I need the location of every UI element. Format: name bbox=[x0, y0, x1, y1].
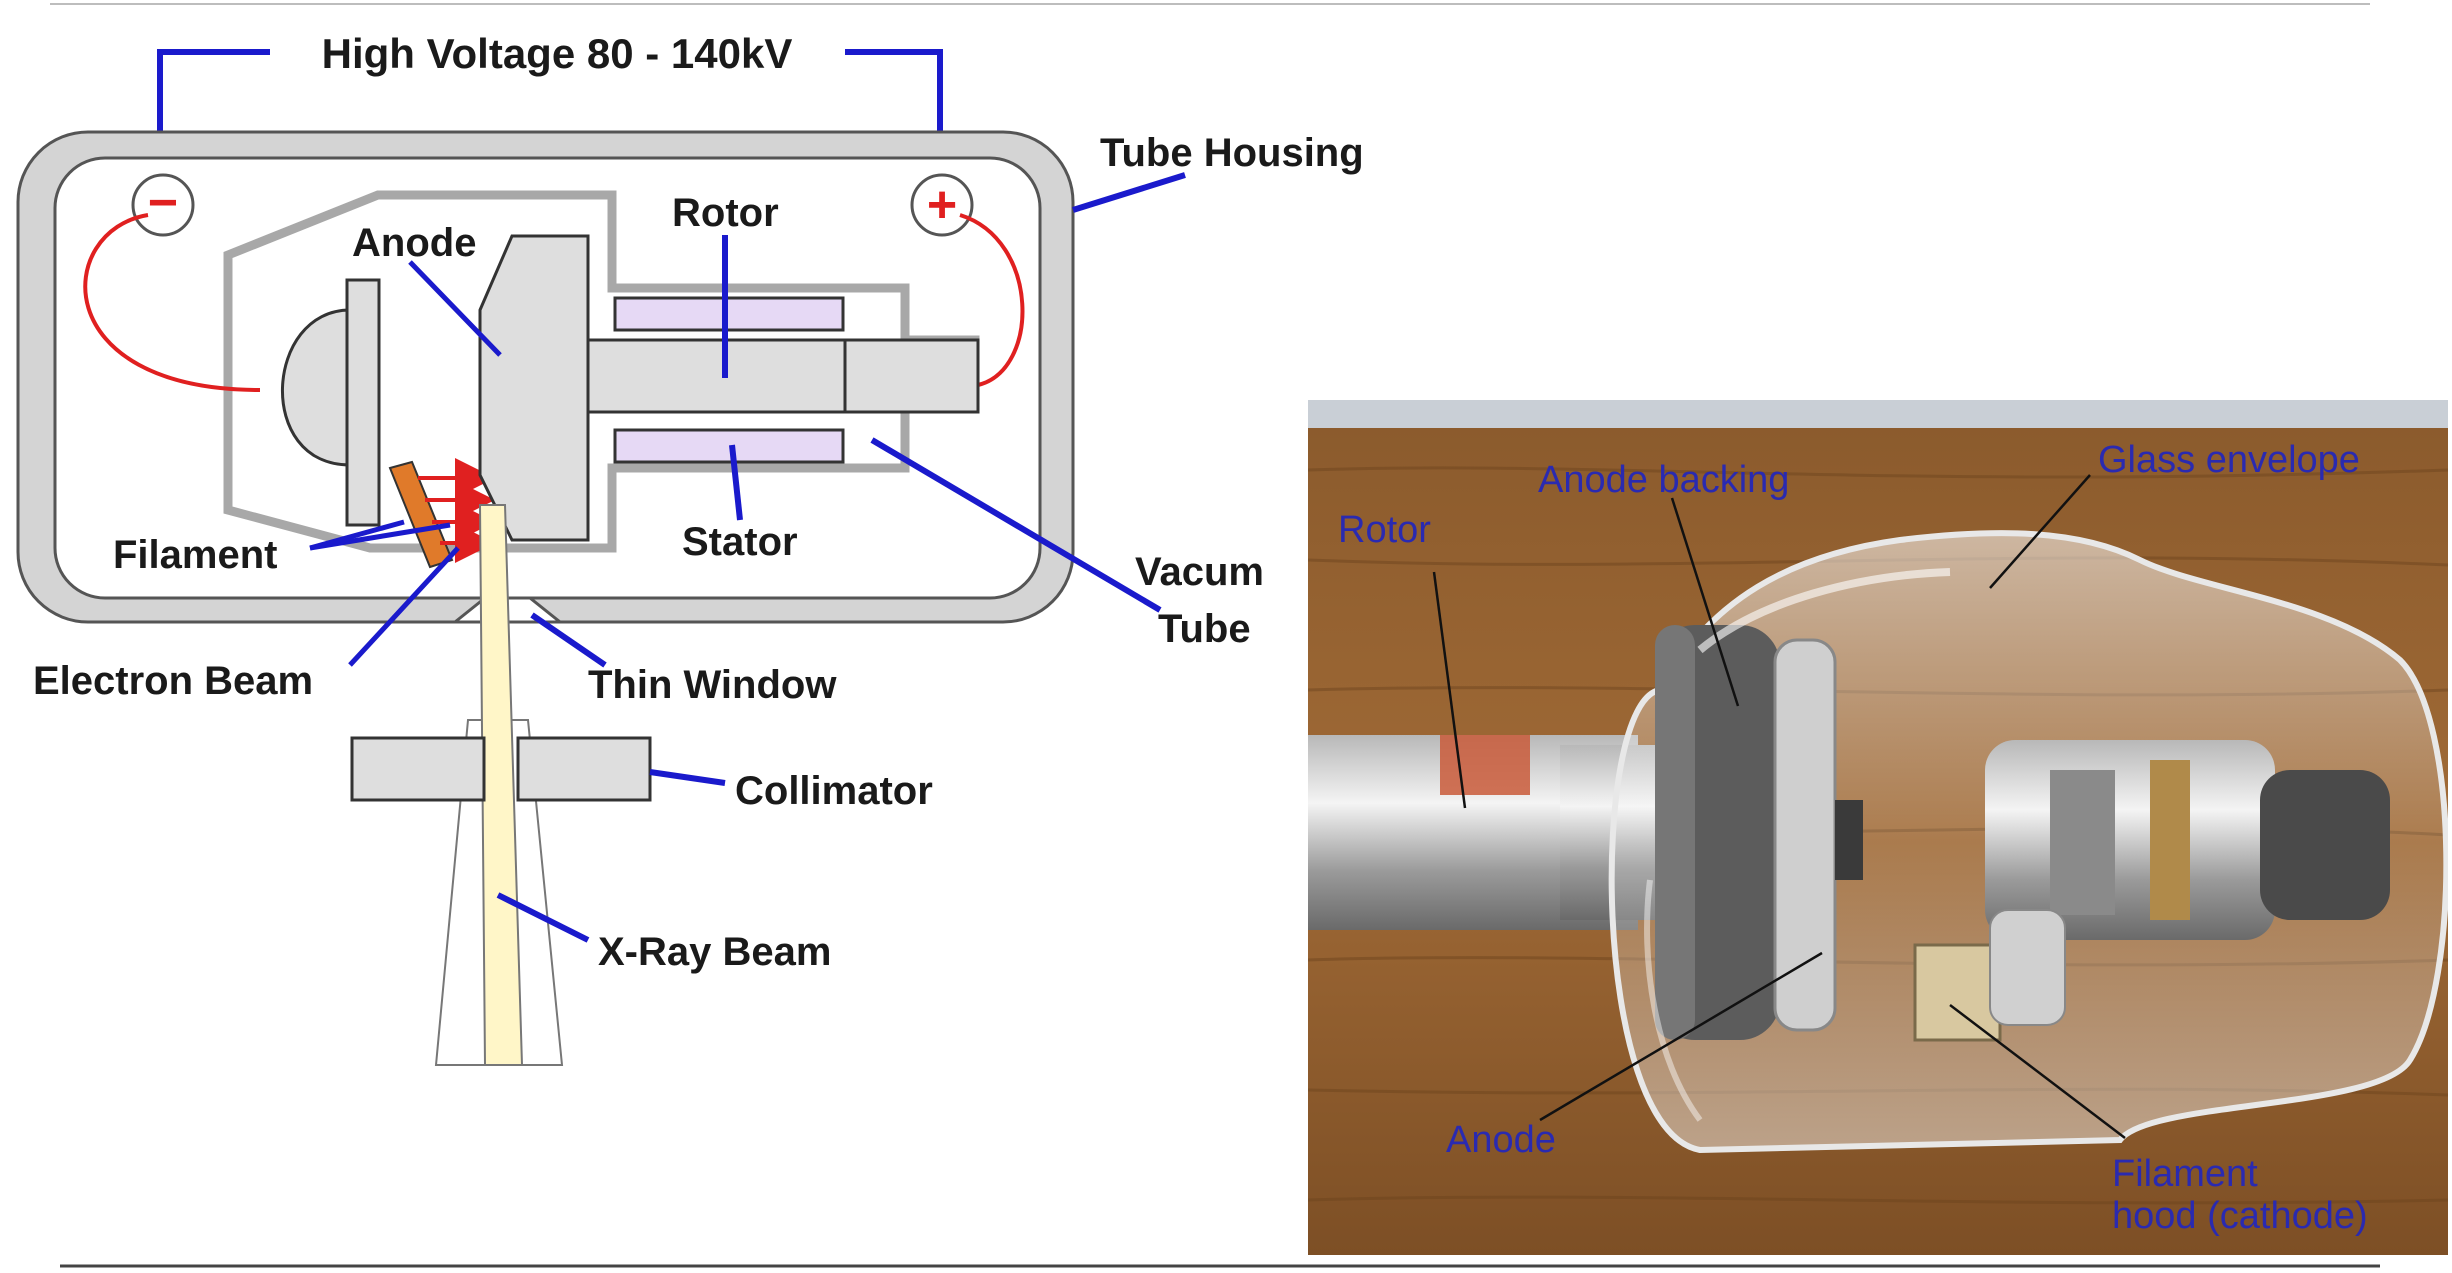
electron-beam-label: Electron Beam bbox=[33, 659, 313, 703]
leader-collimator bbox=[650, 772, 725, 783]
photo-anode bbox=[1775, 640, 1835, 1030]
anode-label: Anode bbox=[352, 221, 476, 265]
collimator-label: Collimator bbox=[735, 769, 933, 813]
collimator-right bbox=[518, 738, 650, 800]
xray-beam-label: X-Ray Beam bbox=[598, 930, 831, 974]
photo-filament-hood-label-2: hood (cathode) bbox=[2112, 1195, 2368, 1237]
positive-terminal-sign: + bbox=[927, 176, 957, 234]
stator-lower bbox=[615, 430, 843, 462]
leader-tube-housing bbox=[1073, 175, 1185, 210]
stator-label: Stator bbox=[682, 520, 798, 564]
negative-terminal-sign: − bbox=[148, 174, 178, 232]
photo-rotor-label: Rotor bbox=[1338, 509, 1431, 551]
cathode-plate bbox=[347, 280, 379, 525]
photo-filament-hood-label-1: Filament bbox=[2112, 1153, 2258, 1195]
thin-window-label: Thin Window bbox=[588, 663, 837, 707]
photo-filament-hood bbox=[1915, 945, 2000, 1040]
photo-glass-envelope-label: Glass envelope bbox=[2098, 439, 2360, 481]
anode-disc bbox=[480, 236, 588, 540]
high-voltage-label: High Voltage 80 - 140kV bbox=[322, 30, 793, 77]
photo-anode-label: Anode bbox=[1446, 1119, 1556, 1161]
tube-housing-label: Tube Housing bbox=[1100, 131, 1364, 175]
vacuum-tube-label-1: Vacum bbox=[1135, 550, 1264, 594]
filament-label: Filament bbox=[113, 533, 277, 577]
xray-tube-photo: Rotor Anode backing Glass envelope Anode… bbox=[1308, 400, 2448, 1255]
rotor-shaft bbox=[588, 340, 978, 412]
photo-anode-backing-label: Anode backing bbox=[1538, 459, 1789, 501]
vacuum-tube-label-2: Tube bbox=[1158, 607, 1251, 651]
collimator-left bbox=[352, 738, 484, 800]
schematic-diagram: High Voltage 80 - 140kV − + bbox=[18, 30, 1364, 1065]
stator-upper bbox=[615, 298, 843, 330]
rotor-label: Rotor bbox=[672, 191, 779, 235]
